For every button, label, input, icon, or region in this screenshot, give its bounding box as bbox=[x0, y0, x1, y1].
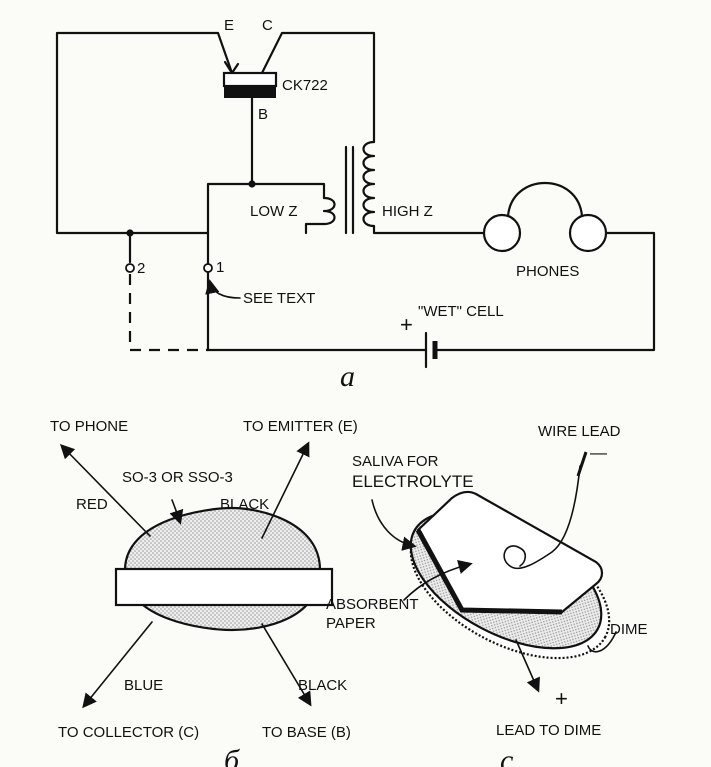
phones-label: PHONES bbox=[516, 263, 579, 280]
cell-plus: + bbox=[400, 312, 413, 337]
terminal-1-label: 1 bbox=[216, 259, 224, 276]
transistor: E C B CK722 bbox=[222, 17, 328, 123]
lead-to-dime bbox=[515, 639, 540, 693]
wire-lead bbox=[503, 465, 581, 570]
diagram-b: TO PHONE TO EMITTER (E) SO-3 OR SSO-3 RE… bbox=[50, 418, 358, 767]
wire-lead-label: WIRE LEAD bbox=[538, 423, 621, 440]
absorbent-label-line1: ABSORBENT bbox=[326, 596, 419, 613]
see-text-arrow bbox=[205, 279, 241, 299]
lead-to-collector bbox=[82, 621, 153, 709]
high-z-label: HIGH Z bbox=[382, 203, 433, 220]
dime-label: DIME bbox=[610, 621, 648, 638]
terminal-2 bbox=[125, 263, 135, 273]
phone-headband bbox=[506, 182, 584, 218]
to-emitter-label: TO EMITTER (E) bbox=[243, 418, 358, 435]
phones: PHONES bbox=[482, 182, 608, 280]
emitter-wire bbox=[55, 31, 234, 235]
saliva-label-line2: ELECTROLYTE bbox=[352, 472, 474, 491]
transistor-body bbox=[222, 71, 278, 88]
lead-to-dime-label: LEAD TO DIME bbox=[496, 722, 601, 739]
transistor-collector-label: C bbox=[262, 17, 273, 34]
phones-wire-right bbox=[434, 231, 656, 352]
diagram-a: E C B CK722 LOW Z HIGH Z PHONES bbox=[55, 17, 656, 393]
black-top-label: BLACK bbox=[220, 496, 269, 513]
phones-wire-left bbox=[372, 224, 486, 235]
transistor-model-label: CK722 bbox=[282, 77, 328, 94]
absorbent-paper bbox=[416, 490, 604, 614]
diagram-c: WIRE LEAD — SALIVA FOR ELECTROLYTE ABSOR… bbox=[326, 423, 648, 767]
see-text-label: SEE TEXT bbox=[243, 290, 315, 307]
absorbent-pointer bbox=[403, 560, 473, 601]
diagram-a-caption: a bbox=[340, 360, 355, 393]
transistor-emitter-label: E bbox=[224, 17, 234, 34]
transistor-base-bar bbox=[224, 85, 276, 98]
cell-label: "WET" CELL bbox=[418, 303, 504, 320]
terminal-2-dashed bbox=[128, 274, 208, 352]
low-z-label: LOW Z bbox=[250, 203, 298, 220]
to-phone-label: TO PHONE bbox=[50, 418, 128, 435]
plus-label: + bbox=[555, 686, 568, 711]
phone-left-earpiece bbox=[482, 213, 522, 253]
black-bottom-label: BLACK bbox=[298, 677, 347, 694]
blue-label: BLUE bbox=[124, 677, 163, 694]
paper-edge bbox=[415, 528, 563, 615]
collector-wire bbox=[260, 31, 376, 144]
high-z-coil bbox=[362, 140, 376, 228]
model-pointer bbox=[169, 499, 184, 525]
red-label: RED bbox=[76, 496, 108, 513]
lead-to-base bbox=[261, 623, 312, 707]
saliva-pointer bbox=[371, 499, 417, 551]
diagram-b-caption: б bbox=[224, 744, 240, 767]
wet-cell: + "WET" CELL bbox=[400, 303, 504, 369]
diagram-c-caption: c bbox=[500, 744, 513, 767]
low-z-coil bbox=[322, 196, 336, 226]
dime-pointer bbox=[587, 631, 617, 653]
absorbent-label-line2: PAPER bbox=[326, 615, 376, 632]
low-z-wire-bottom bbox=[304, 222, 326, 235]
to-collector-label: TO COLLECTOR (C) bbox=[58, 724, 199, 741]
terminal-1 bbox=[203, 263, 213, 273]
terminal-2-label: 2 bbox=[137, 260, 145, 277]
model-label: SO-3 OR SSO-3 bbox=[122, 469, 233, 486]
phone-right-earpiece bbox=[568, 213, 608, 253]
transistor-base-label: B bbox=[258, 106, 268, 123]
lead-to-phone bbox=[59, 443, 151, 537]
minus-label: — bbox=[590, 443, 607, 462]
lead-to-emitter bbox=[261, 441, 310, 539]
diode-band bbox=[114, 567, 334, 607]
saliva-label-line1: SALIVA FOR bbox=[352, 453, 439, 470]
to-base-label: TO BASE (B) bbox=[262, 724, 351, 741]
minus-sign bbox=[576, 451, 588, 477]
